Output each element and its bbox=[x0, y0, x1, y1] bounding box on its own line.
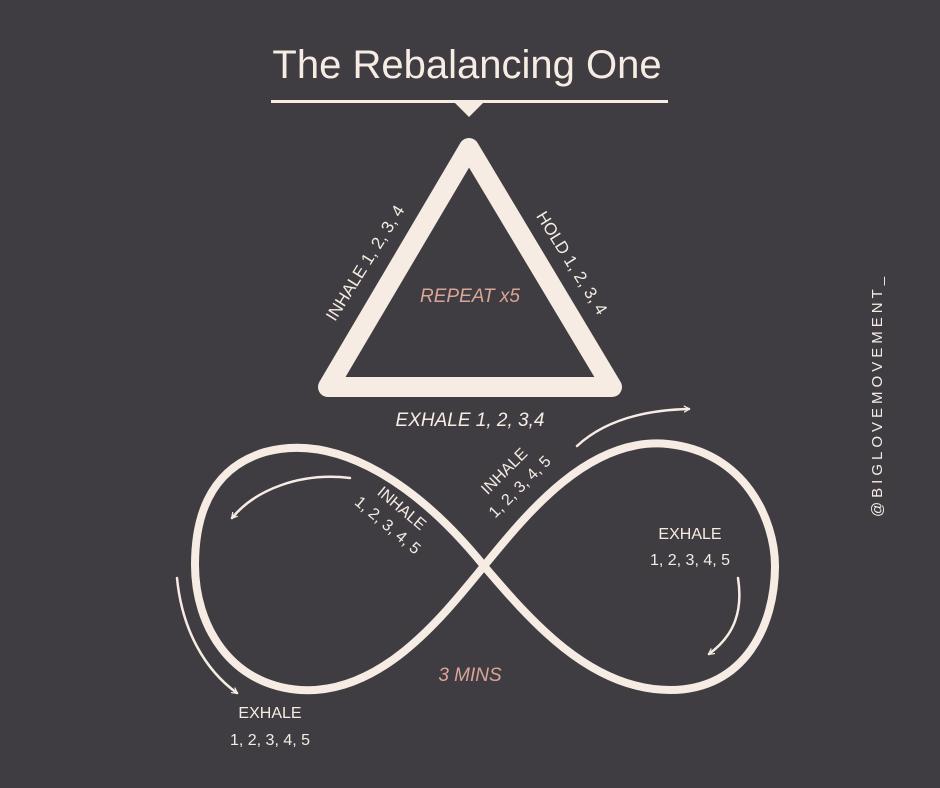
bottom-exhale-label: EXHALE bbox=[238, 705, 301, 722]
bottom-exhale-count: 1, 2, 3, 4, 5 bbox=[230, 732, 310, 749]
arrow-left-down bbox=[175, 576, 239, 695]
right-exhale-label: EXHALE bbox=[658, 526, 721, 543]
left-inhale-label: INHALE 1, 2, 3, 4, 5 bbox=[351, 484, 429, 558]
social-handle: @BIGLOVEMOVEMENT_ bbox=[869, 273, 886, 517]
arrow-top-right bbox=[575, 409, 691, 448]
arrow-top-left bbox=[230, 475, 352, 520]
right-exhale-count: 1, 2, 3, 4, 5 bbox=[650, 552, 730, 569]
title-underline bbox=[271, 100, 668, 103]
repeat-label: REPEAT x5 bbox=[420, 286, 520, 307]
duration-label: 3 MINS bbox=[438, 665, 502, 686]
right-inhale-label: INHALE 1, 2, 3, 4, 5 bbox=[478, 445, 554, 521]
infinity-loop bbox=[191, 439, 779, 695]
title-pointer bbox=[455, 103, 483, 117]
triangle-bottom-label: EXHALE 1, 2, 3,4 bbox=[396, 410, 545, 431]
page-title: The Rebalancing One bbox=[272, 43, 661, 87]
breath-triangle bbox=[318, 138, 622, 397]
arrow-right-down bbox=[707, 576, 741, 656]
